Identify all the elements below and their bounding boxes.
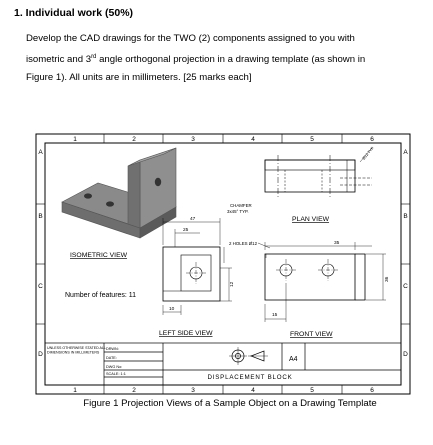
dim-side-height: 12: [229, 281, 235, 287]
column-labels-top: 1 2 3 4 5 6: [73, 134, 374, 143]
row-label-a-right: A: [403, 149, 408, 156]
dwg-no-field: DWG No:: [106, 365, 122, 369]
task-line-3: Figure 1). All units are in millimeters.…: [26, 72, 252, 84]
col-label-1: 1: [73, 136, 77, 143]
date-field: DATE:: [106, 356, 117, 360]
left-side-view-label: LEFT SIDE VIEW: [159, 330, 213, 337]
row-label-a-left: A: [38, 149, 43, 156]
chamfer-note-line2: 3x45° TYP.: [227, 209, 249, 214]
general-note: UNLESS OTHERWISE STATED ALL DIMENSIONS I…: [47, 346, 107, 355]
col-label-6: 6: [370, 136, 374, 143]
col-label-4: 4: [251, 136, 255, 143]
col-label-6-bottom: 6: [370, 387, 374, 394]
drawing-title: DISPLACEMENT BLOCK: [207, 374, 292, 381]
task-heading: 1. Individual work (50%): [14, 7, 134, 19]
dim-side-inner: 25: [183, 227, 189, 233]
sheet-size: A4: [289, 356, 298, 363]
task-description: Develop the CAD drawings for the TWO (2)…: [26, 30, 421, 87]
col-label-1-bottom: 1: [73, 387, 77, 394]
plan-view-drawing: [264, 147, 373, 197]
task-line-2-start: isometric and 3: [26, 54, 92, 66]
dim-side-width: 47: [190, 216, 196, 222]
chamfer-note-line1: CHAMFER: [230, 203, 252, 208]
dim-front-bottom: 15: [272, 312, 278, 318]
task-line-1: Develop the CAD drawings for the TWO (2)…: [26, 33, 355, 44]
drawn-field: DRWN:: [106, 347, 119, 351]
row-label-b-left: B: [38, 213, 42, 220]
sheet-outer-border: [35, 133, 411, 395]
col-label-5: 5: [310, 136, 314, 143]
row-label-d-right: D: [403, 351, 408, 358]
col-label-3: 3: [191, 136, 195, 143]
row-label-d-left: D: [38, 351, 43, 358]
figure-caption: Figure 1 Projection Views of a Sample Ob…: [83, 398, 377, 409]
front-view-label: FRONT VIEW: [290, 331, 333, 338]
col-label-4-bottom: 4: [251, 387, 255, 394]
plan-view-label: PLAN VIEW: [292, 216, 330, 223]
col-label-3-bottom: 3: [191, 387, 195, 394]
ordinal-suffix: rd: [91, 54, 97, 60]
task-line-2-end: angle orthogonal projection in a drawing…: [96, 54, 366, 66]
column-labels-bottom: 1 2 3 4 5 6: [73, 385, 374, 394]
isometric-view-label: ISOMETRIC VIEW: [70, 252, 128, 259]
hole-callout-note: Ø12 TYP.: [362, 146, 375, 161]
col-label-2: 2: [132, 136, 136, 143]
task-line-2: isometric and 3rd angle orthogonal proje…: [26, 48, 421, 69]
col-label-2-bottom: 2: [132, 387, 136, 394]
title-block: [44, 342, 402, 386]
dim-plan-width: 35: [334, 240, 340, 246]
row-label-c-right: C: [403, 283, 408, 290]
feature-count-text: Number of features: 11: [65, 292, 136, 299]
isometric-model: [61, 147, 177, 239]
holes-leader-line: [257, 242, 271, 249]
row-label-b-right: B: [403, 213, 407, 220]
holes-note: 2 HOLES Ø12: [229, 241, 258, 246]
dim-front-height: 36: [384, 276, 390, 282]
left-side-view-drawing: [162, 218, 232, 315]
row-labels: A B C D A B C D: [36, 149, 410, 358]
dim-side-lower: 10: [169, 306, 175, 312]
row-label-c-left: C: [38, 283, 43, 290]
scale-field: SCALE: 1:1: [106, 372, 126, 376]
col-label-5-bottom: 5: [310, 387, 314, 394]
front-view-drawing: [264, 242, 386, 322]
